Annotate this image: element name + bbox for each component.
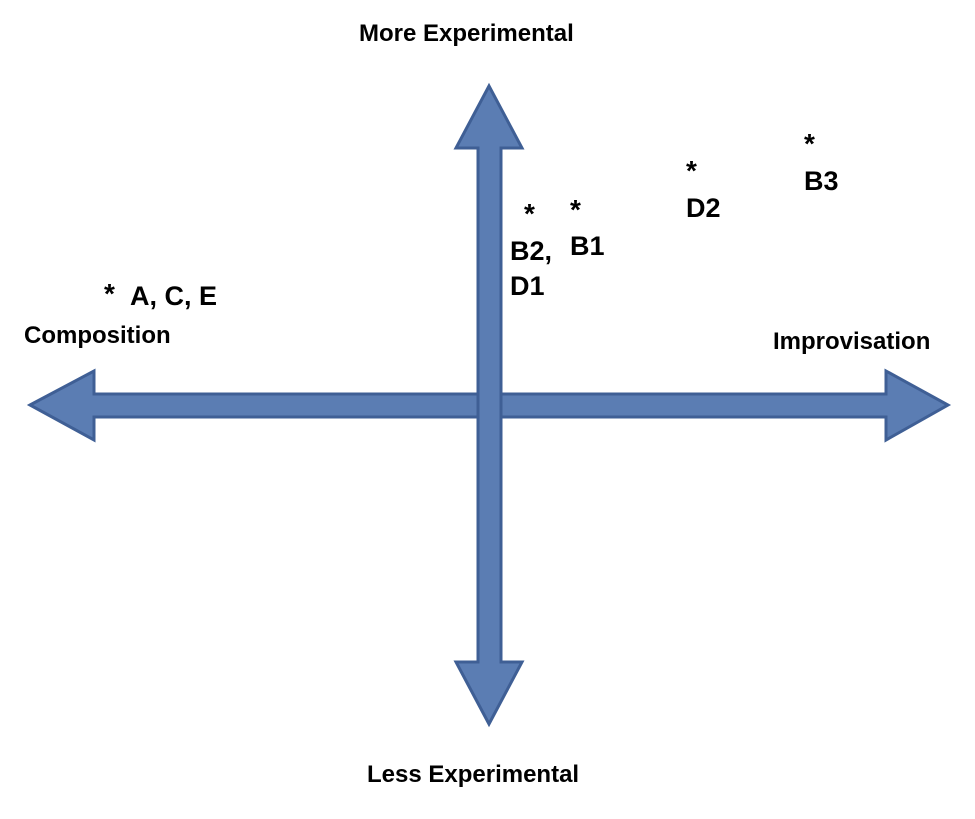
point-label-b2: B2,: [510, 236, 553, 266]
point-label-b3: B3: [804, 166, 839, 196]
bottom-axis-label: Less Experimental: [367, 761, 580, 788]
point-marker-ace: *: [104, 278, 115, 309]
axis-crossing: [479, 395, 500, 416]
point-marker-b1: *: [570, 194, 581, 225]
point-label-d2: D2: [686, 193, 721, 223]
point-marker-b2-d1: *: [524, 198, 535, 229]
point-label-ace: A, C, E: [130, 281, 218, 311]
top-axis-label: More Experimental: [359, 20, 574, 47]
point-marker-b3: *: [804, 128, 815, 159]
left-axis-label: Composition: [24, 322, 171, 349]
point-marker-d2: *: [686, 155, 697, 186]
right-axis-label: Improvisation: [773, 328, 931, 355]
point-label-d1: D1: [510, 271, 545, 301]
point-label-b1: B1: [570, 231, 605, 261]
